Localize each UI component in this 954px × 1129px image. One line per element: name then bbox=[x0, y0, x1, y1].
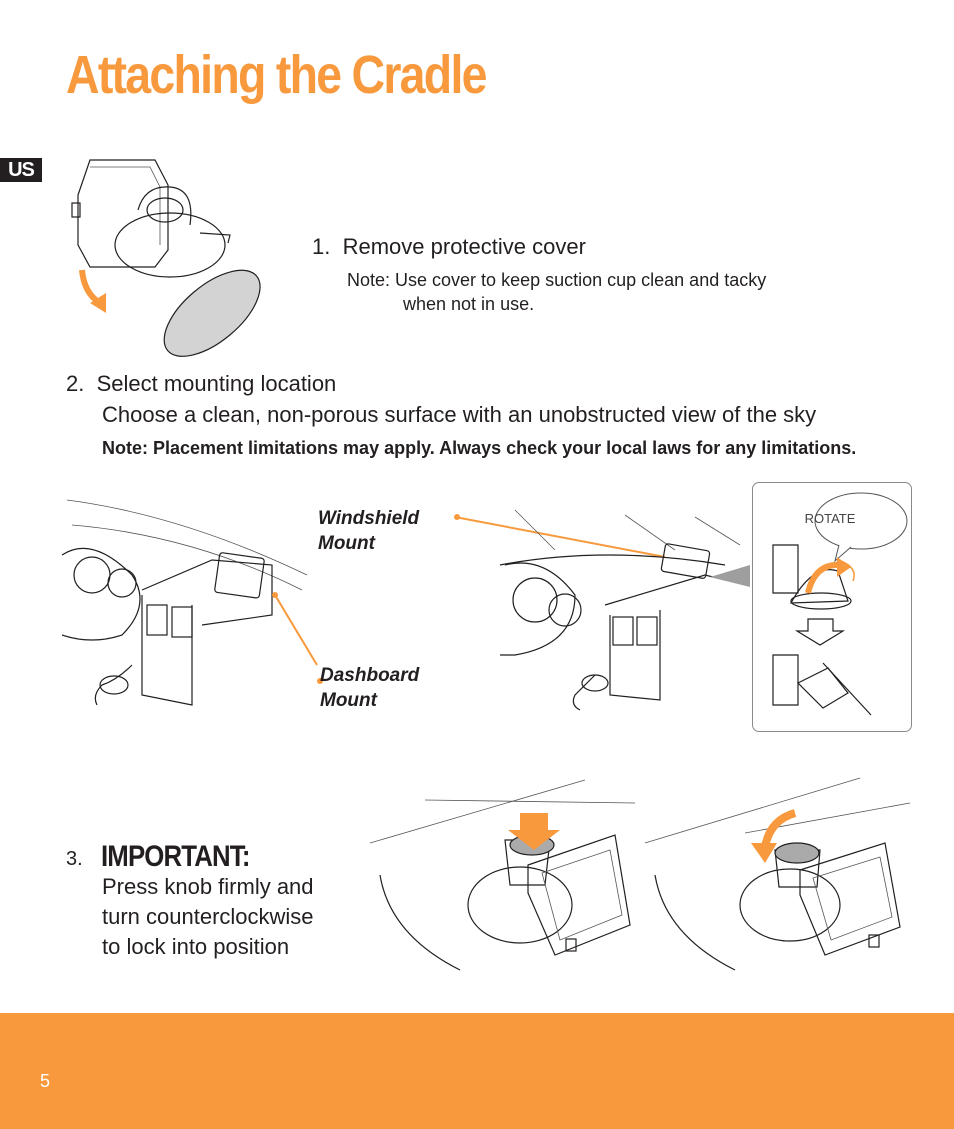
step1-note-line2: when not in use. bbox=[403, 294, 535, 314]
step2-heading: 2. Select mounting location bbox=[66, 369, 336, 399]
page-number: 5 bbox=[40, 1071, 51, 1091]
step3-heading: 3. IMPORTANT: bbox=[66, 840, 274, 874]
dashboard-label-line1: Dashboard bbox=[320, 665, 420, 686]
page-footer: 5 bbox=[0, 1013, 954, 1129]
windshield-mount-illustration bbox=[454, 509, 750, 711]
step2-number: 2. bbox=[66, 371, 85, 396]
rotate-arrow-icon bbox=[837, 557, 851, 577]
step2-body: Choose a clean, non-porous surface with … bbox=[102, 402, 817, 427]
step2-heading-text: Select mounting location bbox=[96, 371, 337, 396]
step3-line3: to lock into position bbox=[102, 934, 290, 959]
arrow-down-icon bbox=[90, 293, 106, 313]
step1-heading: 1. Remove protective cover bbox=[312, 232, 586, 262]
windshield-mount-label: Windshield Mount bbox=[318, 506, 419, 556]
cover-removal-illustration bbox=[71, 159, 261, 357]
dashboard-dot bbox=[316, 672, 324, 690]
step3-line2: turn counterclockwise bbox=[102, 904, 314, 929]
rotate-label: ROTATE bbox=[804, 511, 856, 526]
windshield-label-line1: Windshield bbox=[318, 508, 420, 529]
press-arrow-icon bbox=[508, 813, 560, 850]
counterclockwise-arrow-icon bbox=[751, 843, 777, 863]
step3-line1: Press knob firmly and bbox=[102, 874, 314, 899]
step3-number: 3. bbox=[66, 848, 83, 870]
turn-knob-illustration bbox=[644, 777, 911, 971]
step3-important: IMPORTANT: bbox=[101, 840, 250, 873]
windshield-label-line2: Mount bbox=[318, 533, 375, 554]
rotate-detail-box bbox=[752, 482, 912, 732]
language-tab: US bbox=[0, 158, 42, 182]
step1-heading-text: Remove protective cover bbox=[342, 234, 586, 259]
step2-note: Note: Placement limitations may apply. A… bbox=[102, 438, 857, 458]
dashboard-mount-label: Dashboard Mount bbox=[320, 663, 419, 713]
dashboard-mount-illustration bbox=[61, 499, 318, 706]
page-title: Attaching the Cradle bbox=[66, 45, 487, 105]
down-arrow-icon bbox=[794, 618, 846, 646]
press-knob-illustration bbox=[369, 779, 636, 971]
step3-body: Press knob firmly and turn counterclockw… bbox=[102, 872, 314, 962]
step1-note-line1: Note: Use cover to keep suction cup clea… bbox=[347, 270, 767, 290]
step1-number: 1. bbox=[312, 234, 331, 259]
dashboard-label-line2: Mount bbox=[320, 690, 377, 711]
